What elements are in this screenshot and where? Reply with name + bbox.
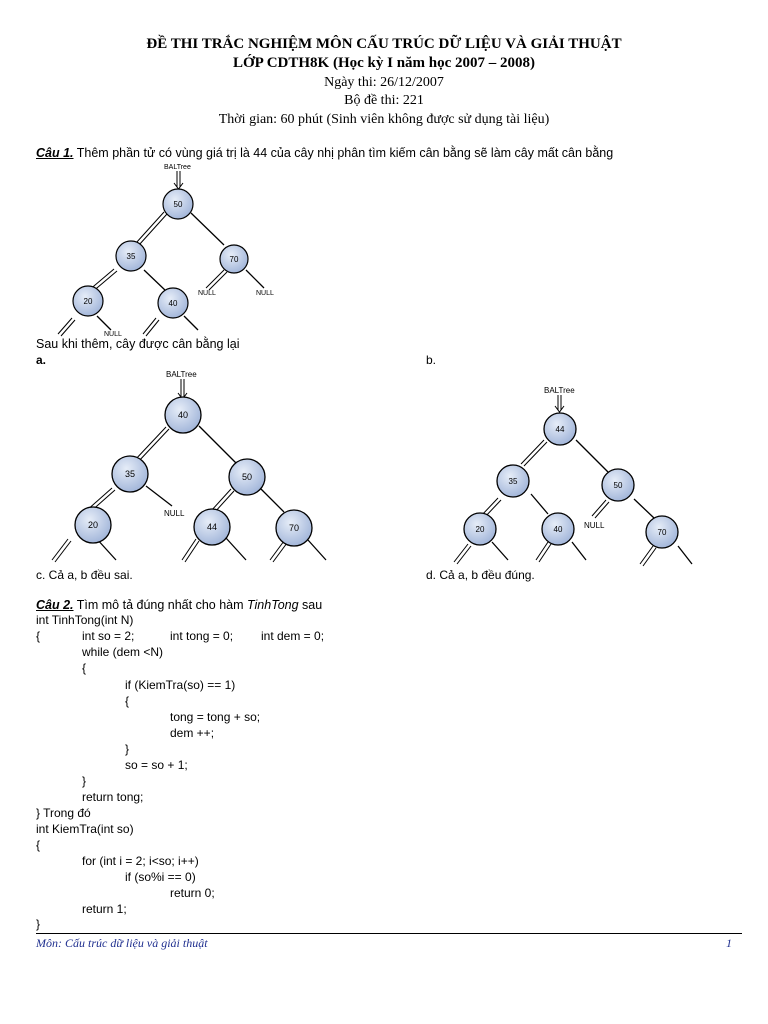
tree-node: 20	[72, 285, 104, 317]
code-line: int KiemTra(int so)	[36, 822, 134, 836]
question-2-number: Câu 2.	[36, 598, 74, 612]
svg-text:50: 50	[242, 472, 252, 482]
tree-root-label: BALTree	[164, 164, 191, 171]
null-label: NULL	[164, 509, 185, 518]
question-2: Câu 2. Tìm mô tả đúng nhất cho hàm TinhT…	[36, 598, 322, 612]
tree-node: 35	[115, 240, 147, 272]
tree-node: 44	[543, 412, 577, 446]
exam-time: Thời gian: 60 phút (Sinh viên không được…	[218, 112, 550, 127]
tree-option-a: BALTree 40 35 50 20 44 70 NULL	[51, 370, 327, 563]
svg-text:50: 50	[174, 200, 183, 209]
code-line: }	[125, 742, 130, 756]
exam-title: ĐỀ THI TRẮC NGHIỆM MÔN CẤU TRÚC DỮ LIỆU …	[146, 36, 622, 52]
code-line: int tong = 0;	[170, 629, 234, 643]
code-line: int so = 2;	[82, 629, 135, 643]
tree-root-label: BALTree	[166, 370, 197, 379]
code-line: return 1;	[82, 902, 127, 916]
null-label: NULL	[584, 521, 605, 530]
tree-node: 50	[162, 188, 194, 220]
option-a-label: a.	[36, 353, 47, 367]
footer-subject: Môn: Cấu trúc dữ liệu và giải thuật	[36, 936, 208, 950]
code-line: }	[82, 774, 87, 788]
code-line: so = so + 1;	[125, 758, 188, 772]
null-label: NULL	[104, 331, 122, 338]
code-line: {	[36, 838, 41, 852]
svg-text:35: 35	[125, 469, 135, 479]
tree-node: 20	[74, 506, 112, 544]
svg-text:40: 40	[554, 525, 563, 534]
exam-date: Ngày thi: 26/12/2007	[324, 75, 444, 90]
exam-code: Bộ đề thi: 221	[344, 93, 424, 108]
tree-node: 44	[193, 508, 231, 546]
svg-text:40: 40	[169, 299, 178, 308]
code-line: {	[125, 694, 130, 708]
code-line: for (int i = 2; i<so; i++)	[82, 854, 199, 868]
tree-node: 40	[157, 287, 189, 319]
tree-node: 35	[496, 464, 530, 498]
svg-text:44: 44	[556, 425, 565, 434]
code-line: dem ++;	[170, 726, 215, 740]
option-b-label: b.	[426, 353, 437, 367]
exam-class: LỚP CDTH8K (Học kỳ I năm học 2007 – 2008…	[232, 55, 536, 71]
tree-node: 20	[463, 512, 497, 546]
svg-text:40: 40	[178, 410, 188, 420]
code-line: {	[82, 661, 87, 675]
page-number: 1	[726, 936, 732, 950]
svg-text:70: 70	[658, 528, 667, 537]
svg-text:70: 70	[289, 523, 299, 533]
code-line: if (KiemTra(so) == 1)	[125, 678, 236, 692]
question-1-text: Thêm phần tử có vùng giá trị là 44 của c…	[73, 146, 614, 160]
tree-node: 40	[164, 396, 202, 434]
svg-text:35: 35	[127, 252, 136, 261]
question-1: Câu 1. Thêm phần tử có vùng giá trị là 4…	[36, 146, 613, 160]
tree-node: 50	[601, 468, 635, 502]
footer-divider	[36, 933, 742, 934]
tree-node: 40	[541, 512, 575, 546]
code-line: return 0;	[170, 886, 215, 900]
tree-node: 35	[111, 455, 149, 493]
tree-node: 70	[219, 244, 249, 274]
code-line: int dem = 0;	[261, 629, 325, 643]
tree-node: 50	[228, 458, 266, 496]
tree-node: 70	[275, 509, 313, 547]
option-d: d. Cả a, b đều đúng.	[426, 568, 535, 582]
code-line: if (so%i == 0)	[125, 870, 196, 884]
svg-text:50: 50	[614, 481, 623, 490]
code-line: {	[36, 629, 41, 643]
code-line: return tong;	[82, 790, 144, 804]
code-line: }	[36, 917, 41, 931]
svg-text:20: 20	[84, 297, 93, 306]
question-1-number: Câu 1.	[36, 146, 74, 160]
option-c: c. Cả a, b đều sai.	[36, 568, 133, 582]
svg-text:20: 20	[88, 520, 98, 530]
tree-root-label: BALTree	[544, 386, 575, 395]
code-line: int TinhTong(int N)	[36, 613, 134, 627]
code-line: } Trong đó	[36, 806, 91, 820]
code-line: tong = tong + so;	[170, 710, 261, 724]
svg-text:70: 70	[230, 255, 239, 264]
question-2-text-after: sau	[298, 598, 323, 612]
question-2-text-before: Tìm mô tả đúng nhất cho hàm	[73, 598, 247, 612]
code-line: while (dem <N)	[82, 645, 164, 659]
svg-text:20: 20	[476, 525, 485, 534]
tree-option-b: BALTree 44 35 50 20 40 70 NULL	[453, 386, 693, 567]
question-2-func-name: TinhTong	[247, 598, 299, 612]
svg-text:44: 44	[207, 522, 217, 532]
null-label: NULL	[256, 290, 274, 297]
tree-original: BALTree 50 35 70 20 40 NULL NULL NULL	[57, 164, 274, 338]
null-label: NULL	[198, 290, 216, 297]
svg-text:35: 35	[509, 477, 518, 486]
question-1-after-text: Sau khi thêm, cây được cân bằng lại	[36, 337, 240, 351]
tree-node: 70	[645, 515, 679, 549]
